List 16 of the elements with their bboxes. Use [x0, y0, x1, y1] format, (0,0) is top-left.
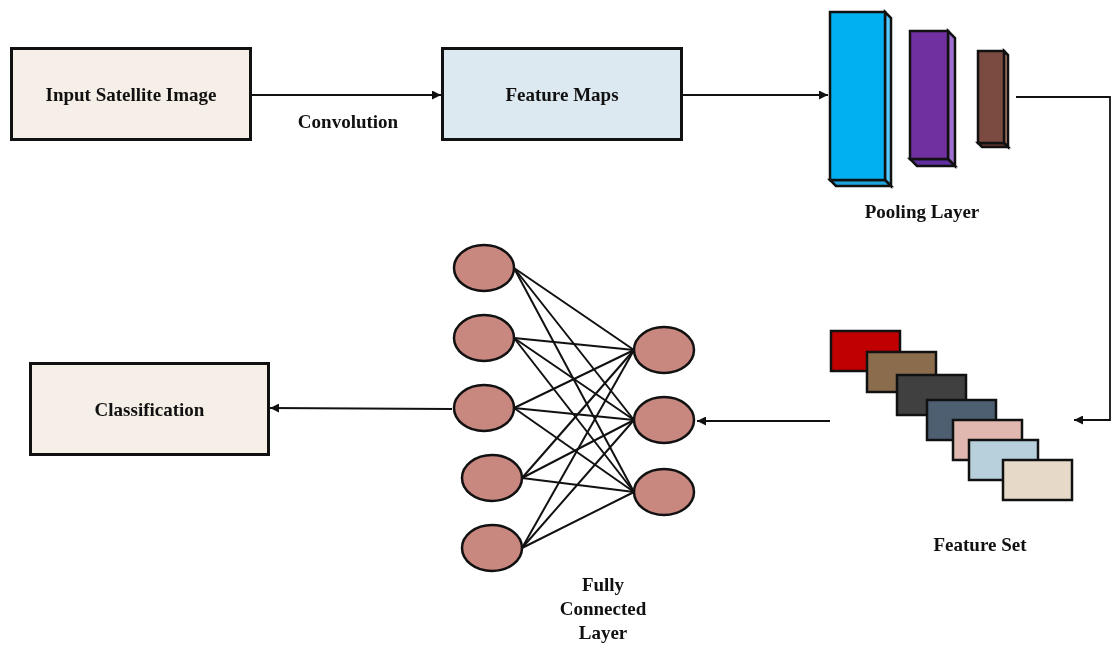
node-label: Fully Connected Layer [558, 573, 648, 645]
arrow [251, 90, 442, 100]
box-label: Classification [93, 397, 206, 421]
arrow [1015, 96, 1111, 425]
box-label: Input Satellite Image [44, 82, 218, 106]
arrow [269, 403, 453, 413]
node-label: Feature Set [932, 533, 1028, 557]
node-label: Pooling Layer [863, 200, 981, 224]
arrow [682, 90, 829, 100]
arrow [696, 416, 831, 426]
process-box [441, 47, 683, 141]
feature-set-drawing [830, 330, 1074, 501]
neural-network-drawing [452, 243, 697, 573]
box-label: Feature Maps [504, 82, 620, 106]
process-box [10, 47, 252, 141]
process-box [29, 362, 270, 456]
